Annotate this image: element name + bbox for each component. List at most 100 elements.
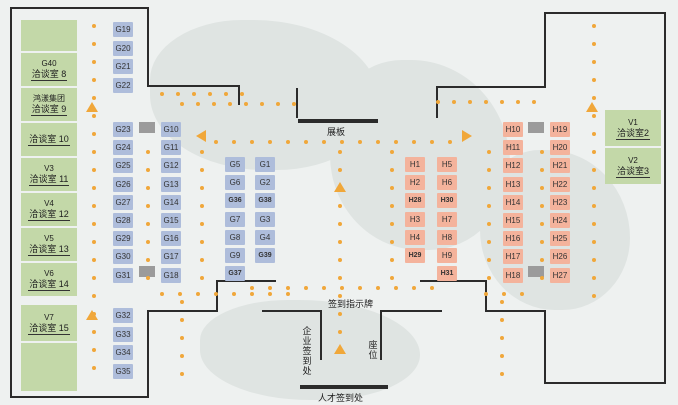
booth-g23[interactable]: G23: [113, 122, 133, 137]
meeting-room-12[interactable]: V4 洽谈室 12: [21, 193, 77, 226]
booth-h13[interactable]: H13: [503, 176, 523, 192]
walkway-dot: [322, 140, 326, 144]
booth-h5[interactable]: H5: [437, 157, 457, 172]
booth-g34[interactable]: G34: [113, 345, 133, 361]
walkway-dot: [592, 258, 596, 262]
booth-g29[interactable]: G29: [113, 231, 133, 247]
booth-h3[interactable]: H3: [405, 212, 425, 227]
left-arrow-icon: [196, 130, 206, 142]
up-arrow-icon: [334, 182, 346, 192]
booth-g12[interactable]: G12: [161, 158, 181, 174]
booth-g13[interactable]: G13: [161, 176, 181, 192]
walkway-dot: [592, 204, 596, 208]
booth-g9[interactable]: G9: [225, 248, 245, 263]
booth-g7[interactable]: G7: [225, 212, 245, 227]
booth-g4[interactable]: G4: [255, 230, 275, 245]
booth-h18[interactable]: H18: [503, 267, 523, 283]
booth-h17[interactable]: H17: [503, 249, 523, 265]
booth-g19[interactable]: G19: [113, 22, 133, 37]
booth-h25[interactable]: H25: [550, 231, 570, 247]
booth-g22[interactable]: G22: [113, 77, 133, 93]
walkway-dot: [500, 300, 504, 304]
walkway-dot: [592, 240, 596, 244]
booth-g5[interactable]: G5: [225, 157, 245, 172]
booth-h28[interactable]: H28: [405, 193, 425, 208]
booth-g20[interactable]: G20: [113, 40, 133, 56]
walkway-dot: [192, 92, 196, 96]
booth-g37[interactable]: G37: [225, 266, 245, 281]
booth-h16[interactable]: H16: [503, 231, 523, 247]
booth-g24[interactable]: G24: [113, 140, 133, 156]
booth-h21[interactable]: H21: [550, 158, 570, 174]
booth-h24[interactable]: H24: [550, 213, 570, 228]
meeting-room-3[interactable]: V2 洽谈室3: [605, 148, 661, 184]
walkway-dot: [592, 132, 596, 136]
booth-h10[interactable]: H10: [503, 122, 523, 137]
booth-h6[interactable]: H6: [437, 175, 457, 190]
walkway-dot: [592, 222, 596, 226]
meeting-room-11[interactable]: V3 洽谈室 11: [21, 158, 77, 191]
booth-g8[interactable]: G8: [225, 230, 245, 245]
booth-h29[interactable]: H29: [405, 248, 425, 263]
booth-g15[interactable]: G15: [161, 213, 181, 228]
booth-h27[interactable]: H27: [550, 267, 570, 283]
booth-g16[interactable]: G16: [161, 231, 181, 247]
booth-g17[interactable]: G17: [161, 249, 181, 265]
walkway-dot: [532, 100, 536, 104]
booth-h9[interactable]: H9: [437, 248, 457, 263]
booth-g2[interactable]: G2: [255, 175, 275, 190]
room-name: 洽谈室 8: [30, 69, 68, 81]
booth-g30[interactable]: G30: [113, 249, 133, 265]
meeting-room-8[interactable]: G40 洽谈室 8: [21, 53, 77, 86]
walkway-dot: [160, 92, 164, 96]
meeting-room-9[interactable]: 鸿漾集团 洽谈室 9: [21, 88, 77, 121]
walkway-dot: [92, 150, 96, 154]
booth-h12[interactable]: H12: [503, 158, 523, 174]
booth-g25[interactable]: G25: [113, 158, 133, 174]
booth-g31[interactable]: G31: [113, 267, 133, 283]
walkway-dot: [394, 140, 398, 144]
booth-h19[interactable]: H19: [550, 122, 570, 137]
booth-h11[interactable]: H11: [503, 140, 523, 156]
booth-h8[interactable]: H8: [437, 230, 457, 245]
booth-h22[interactable]: H22: [550, 176, 570, 192]
booth-h26[interactable]: H26: [550, 249, 570, 265]
booth-g10[interactable]: G10: [161, 122, 181, 137]
booth-g1[interactable]: G1: [255, 157, 275, 172]
booth-g27[interactable]: G27: [113, 194, 133, 210]
up-arrow-icon: [86, 310, 98, 320]
walkway-dot: [146, 222, 150, 226]
meeting-room-2[interactable]: V1 洽谈室2: [605, 110, 661, 146]
meeting-room-10[interactable]: 洽谈室 10: [21, 123, 77, 156]
booth-h1[interactable]: H1: [405, 157, 425, 172]
booth-g3[interactable]: G3: [255, 212, 275, 227]
booth-h30[interactable]: H30: [437, 193, 457, 208]
walkway-dot: [390, 150, 394, 154]
booth-h31[interactable]: H31: [437, 266, 457, 281]
booth-g35[interactable]: G35: [113, 363, 133, 379]
booth-h20[interactable]: H20: [550, 140, 570, 156]
booth-g32[interactable]: G32: [113, 308, 133, 323]
booth-g14[interactable]: G14: [161, 194, 181, 210]
wall: [147, 310, 149, 398]
booth-h2[interactable]: H2: [405, 175, 425, 190]
booth-g26[interactable]: G26: [113, 176, 133, 192]
booth-g39[interactable]: G39: [255, 248, 275, 263]
booth-h4[interactable]: H4: [405, 230, 425, 245]
booth-h23[interactable]: H23: [550, 194, 570, 210]
booth-g11[interactable]: G11: [161, 140, 181, 156]
booth-g18[interactable]: G18: [161, 267, 181, 283]
wall: [10, 396, 149, 398]
meeting-room-15[interactable]: V7 洽谈室 15: [21, 305, 77, 341]
booth-g33[interactable]: G33: [113, 326, 133, 342]
booth-g21[interactable]: G21: [113, 59, 133, 75]
meeting-room-13[interactable]: V5 洽谈室 13: [21, 228, 77, 261]
booth-g6[interactable]: G6: [225, 175, 245, 190]
booth-h14[interactable]: H14: [503, 194, 523, 210]
booth-h7[interactable]: H7: [437, 212, 457, 227]
booth-g28[interactable]: G28: [113, 213, 133, 228]
meeting-room-14[interactable]: V6 洽谈室 14: [21, 263, 77, 296]
booth-h15[interactable]: H15: [503, 213, 523, 228]
booth-g38[interactable]: G38: [255, 193, 275, 208]
booth-g36[interactable]: G36: [225, 193, 245, 208]
